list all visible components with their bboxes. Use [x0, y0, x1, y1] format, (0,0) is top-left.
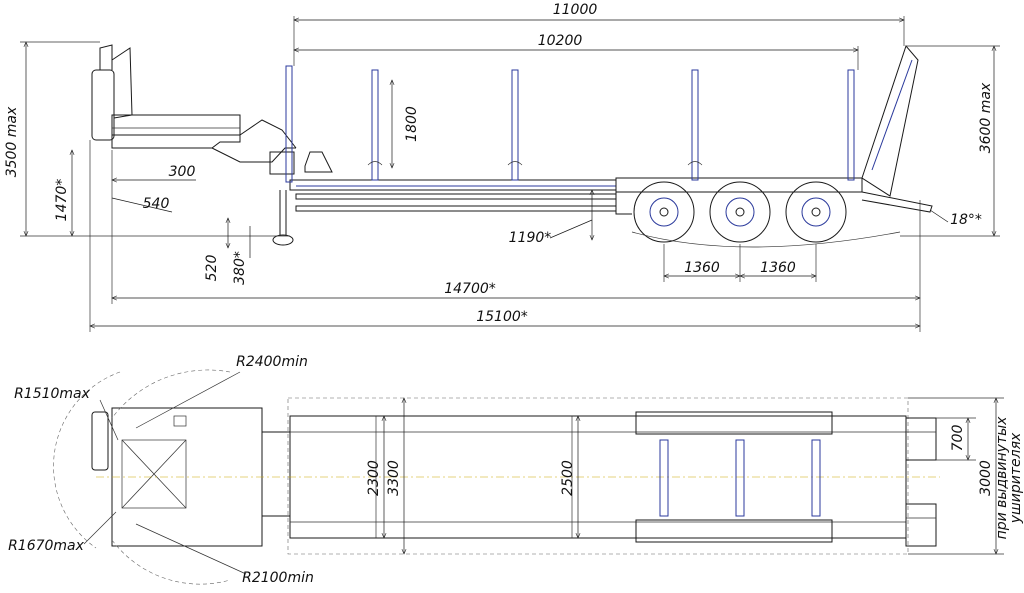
dim-1360-a: 1360: [684, 260, 720, 276]
dim-2500: 2500: [560, 460, 576, 496]
dim-700: 700: [950, 425, 966, 452]
dim-3000-note-1: при выдвинутых: [994, 416, 1010, 540]
main-deck: [289, 151, 863, 215]
dim-3600-max: 3600 max: [978, 82, 994, 153]
dim-11000: 11000: [553, 2, 598, 18]
dim-r2400: R2400min: [236, 354, 308, 370]
top-dimensions: [384, 398, 1004, 554]
dim-380: 380*: [232, 251, 248, 285]
top-deck: [96, 397, 940, 555]
top-ramps: [905, 417, 937, 547]
side-dimensions: [20, 16, 1000, 332]
dim-1800: 1800: [404, 106, 420, 142]
gooseneck: [91, 44, 297, 175]
dim-1190: 1190*: [509, 230, 552, 246]
landing-gear: [272, 190, 294, 246]
dim-300: 300: [169, 164, 196, 180]
dim-1360-b: 1360: [760, 260, 796, 276]
dim-r1510: R1510max: [14, 386, 91, 402]
stakes: [285, 65, 855, 183]
dim-15100: 15100*: [476, 309, 528, 325]
dim-14700: 14700*: [444, 281, 496, 297]
dim-3300: 3300: [386, 460, 402, 496]
dim-3500-max: 3500 max: [4, 106, 20, 177]
dim-3000: 3000: [978, 460, 994, 496]
dim-520: 520: [204, 255, 220, 282]
dim-540: 540: [143, 196, 170, 212]
dim-r2100: R2100min: [242, 570, 314, 586]
dim-2300: 2300: [366, 460, 382, 496]
wheel-group: [631, 181, 901, 248]
dim-10200: 10200: [538, 33, 583, 49]
dim-3000-note-2: уширителях: [1008, 432, 1024, 524]
rear-ramp: [861, 45, 933, 213]
dim-r1670: R1670max: [8, 538, 85, 554]
dim-1470: 1470*: [54, 179, 70, 222]
top-view: R1510max R2400min R1670max R2100min 2300…: [8, 354, 1024, 586]
turning-radii: [53, 369, 247, 585]
side-view: 11000 10200 1800 3500 max 1470* 3600 max…: [4, 2, 1000, 332]
dim-18deg: 18°*: [950, 212, 982, 228]
